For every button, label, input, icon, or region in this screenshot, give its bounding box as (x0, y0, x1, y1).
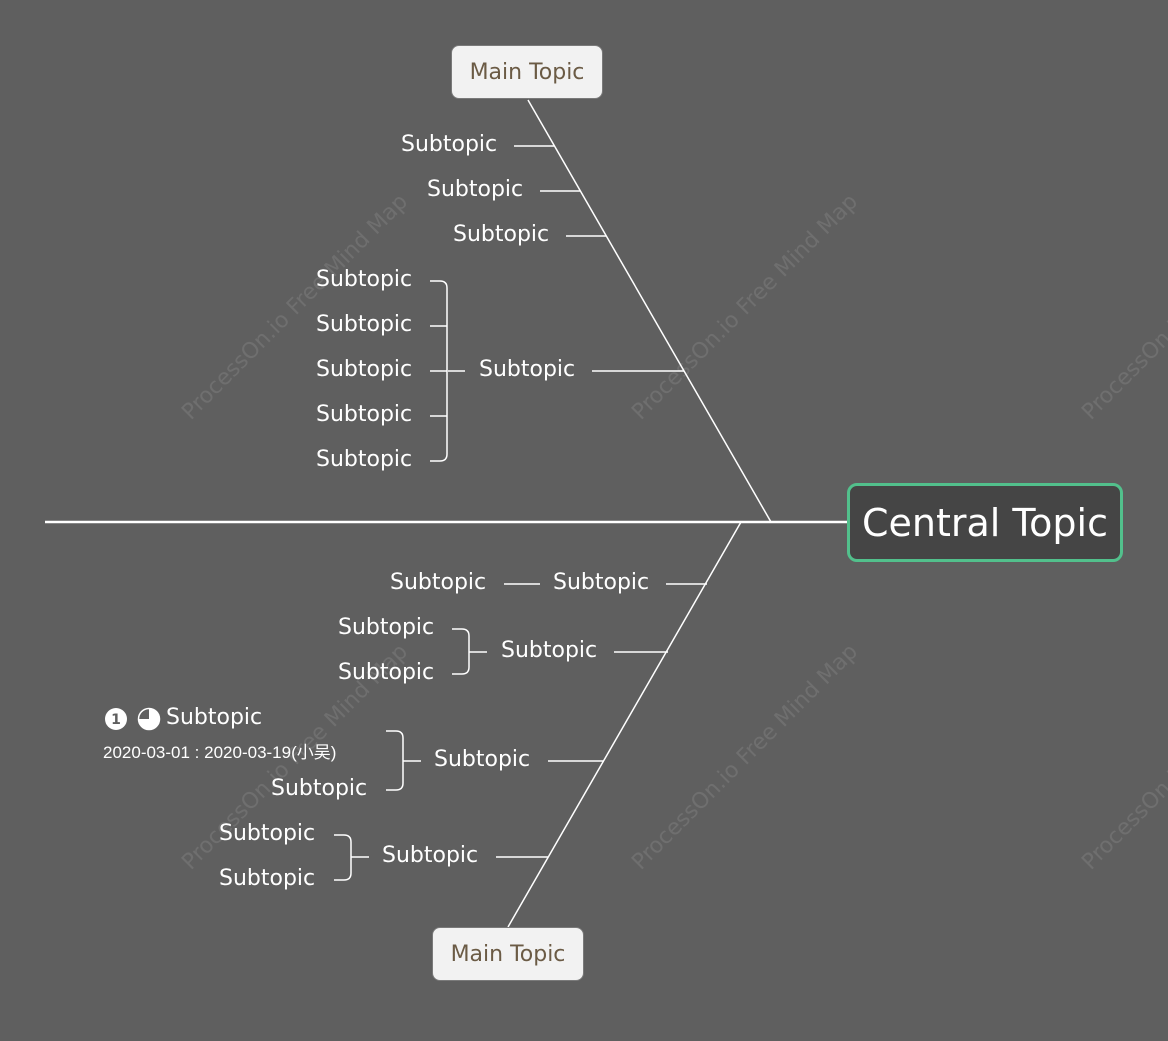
bottom-subtopic-child[interactable]: Subtopic (338, 615, 435, 640)
top-group-child[interactable]: Subtopic (316, 402, 413, 427)
progress-75-icon (137, 707, 161, 731)
bottom-subtopic[interactable]: Subtopic (501, 638, 598, 663)
bottom-subtopic-child[interactable]: Subtopic (271, 776, 368, 801)
bottom-subtopic[interactable]: Subtopic (382, 843, 479, 868)
bottom-item3-bracket (386, 730, 404, 791)
top-group-child[interactable]: Subtopic (316, 357, 413, 382)
top-group-child[interactable]: Subtopic (316, 447, 413, 472)
svg-text:1: 1 (111, 712, 121, 728)
top-group-child[interactable]: Subtopic (316, 312, 413, 337)
bottom-subtopic-child[interactable]: Subtopic (390, 570, 487, 595)
top-subtopic[interactable]: Subtopic (401, 132, 498, 157)
priority-1-icon: 1 (105, 708, 127, 730)
top-subtopic[interactable]: Subtopic (453, 222, 550, 247)
task-date-range: 2020-03-01 : 2020-03-19(小吴) (103, 743, 337, 762)
central-topic[interactable]: Central Topic (847, 483, 1123, 562)
task-subtopic[interactable]: Subtopic (166, 705, 263, 730)
bottom-item2-bracket (452, 628, 470, 675)
bottom-subtopic-child[interactable]: Subtopic (338, 660, 435, 685)
bottom-subtopic[interactable]: Subtopic (553, 570, 650, 595)
bottom-item4-bracket (334, 834, 352, 881)
top-group-child[interactable]: Subtopic (316, 267, 413, 292)
top-subtopic[interactable]: Subtopic (427, 177, 524, 202)
top-main-topic[interactable]: Main Topic (451, 45, 603, 99)
top-bone-line (527, 99, 772, 523)
bottom-subtopic[interactable]: Subtopic (434, 747, 531, 772)
top-group-subtopic[interactable]: Subtopic (479, 357, 576, 382)
bottom-bone-line (507, 521, 742, 928)
bottom-subtopic-child[interactable]: Subtopic (219, 866, 316, 891)
bottom-main-topic[interactable]: Main Topic (432, 927, 584, 981)
bottom-subtopic-child[interactable]: Subtopic (219, 821, 316, 846)
